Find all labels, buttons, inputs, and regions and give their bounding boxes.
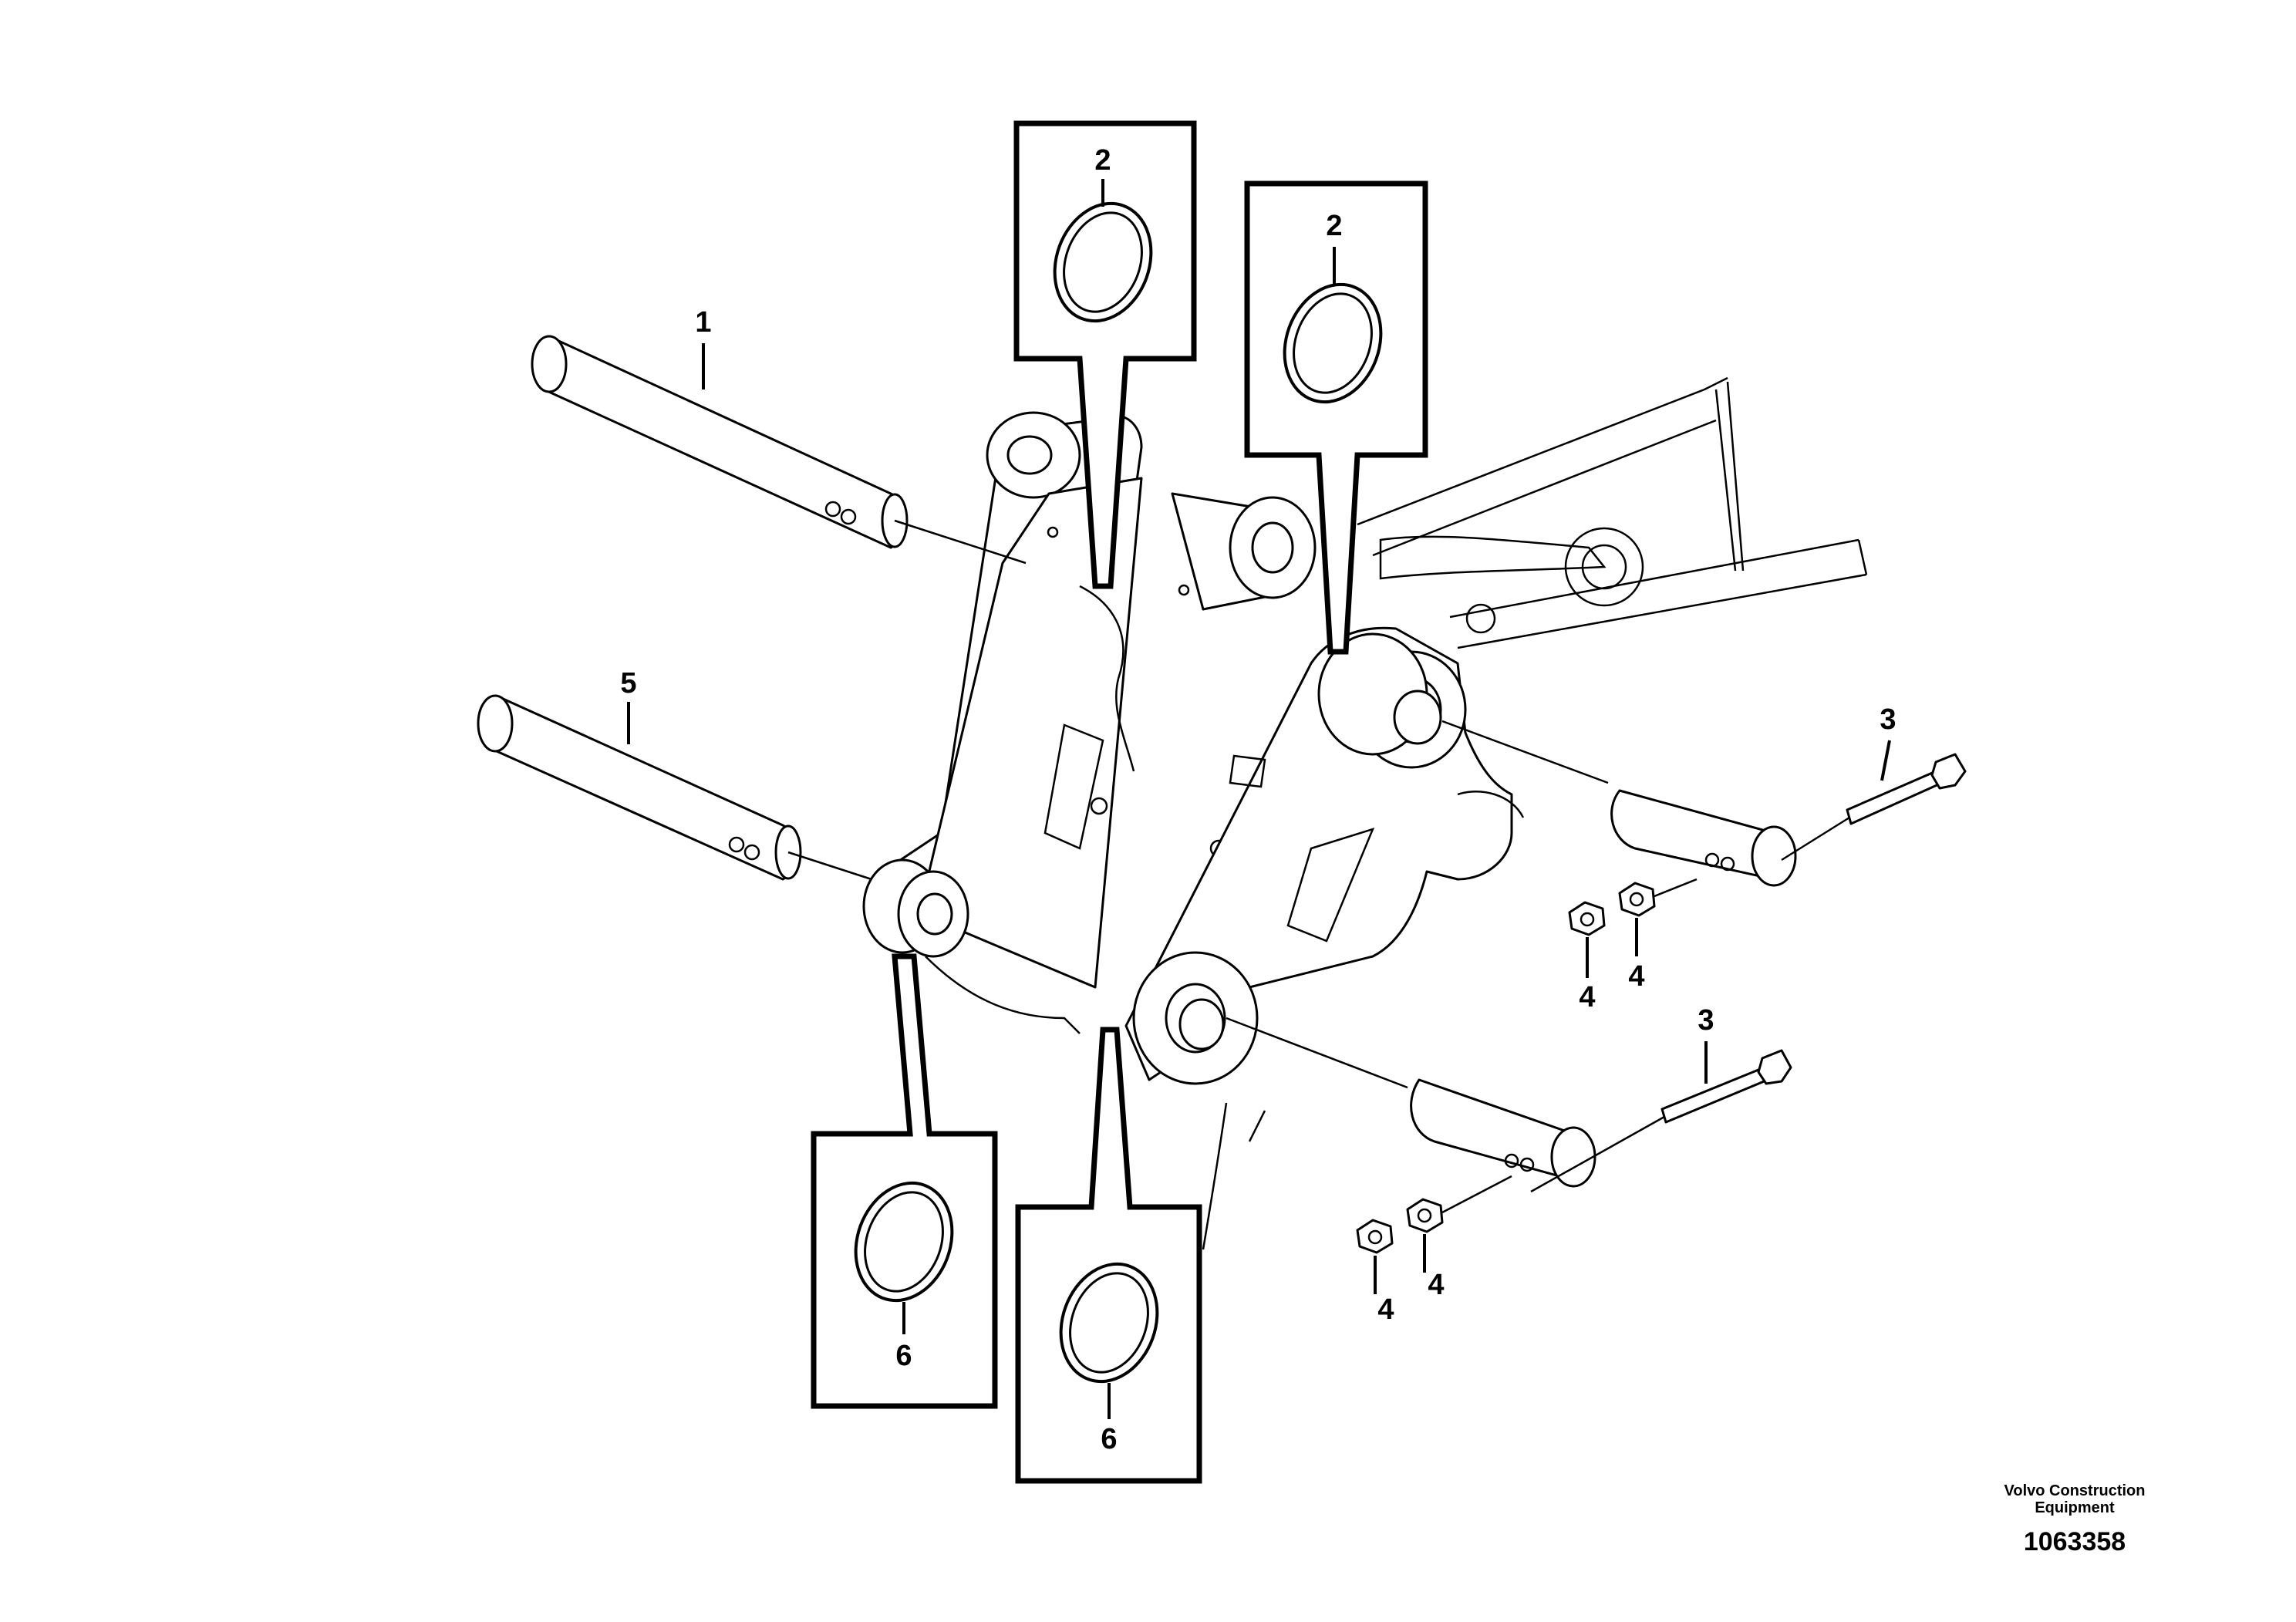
pin-1 <box>531 335 1027 565</box>
bushing-lower <box>1226 1017 1596 1188</box>
nut-upper-left <box>1568 901 1606 936</box>
callout-6-left: 6 <box>895 1340 912 1372</box>
company-name: Volvo Construction Equipment <box>1959 1482 2190 1516</box>
bolt-lower <box>1530 1049 1792 1193</box>
nut-lower-right <box>1406 1175 1512 1233</box>
drawing-number: 1063358 <box>2023 1527 2126 1556</box>
callout-3-upper: 3 <box>1880 703 1896 736</box>
callout-1: 1 <box>695 306 711 339</box>
company-name-line1: Volvo Construction <box>2004 1482 2146 1499</box>
callout-6-right: 6 <box>1101 1423 1117 1455</box>
callout-4-a: 4 <box>1579 981 1595 1013</box>
bushing-upper <box>1441 720 1797 887</box>
boom-arm <box>1357 376 1868 649</box>
callout-2-right: 2 <box>1326 210 1342 242</box>
nut-upper-right <box>1618 878 1698 917</box>
company-name-line2: Equipment <box>2035 1499 2115 1516</box>
detail-frame-ring-2-left <box>1013 120 1197 589</box>
callout-4-c: 4 <box>1377 1293 1394 1326</box>
callout-4-d: 4 <box>1428 1269 1444 1301</box>
detail-frame-ring-2-right <box>1244 180 1428 655</box>
bolt-upper <box>1781 753 1967 862</box>
quick-coupler-body <box>862 411 1525 1250</box>
callout-5: 5 <box>620 667 636 700</box>
callout-2-left: 2 <box>1094 144 1111 177</box>
detail-frame-ring-6-right <box>1015 1027 1202 1484</box>
pin-5 <box>477 694 872 881</box>
nut-lower-left <box>1356 1219 1394 1254</box>
leader-lines <box>627 343 1891 1294</box>
callout-3-lower: 3 <box>1698 1004 1714 1037</box>
detail-frame-ring-6-left <box>811 953 998 1409</box>
callout-4-b: 4 <box>1628 960 1644 993</box>
